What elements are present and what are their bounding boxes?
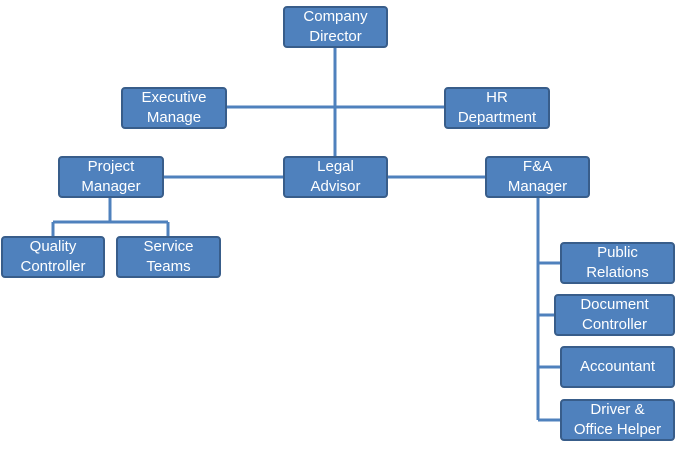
node-driver-office-helper: Driver & Office Helper [560,399,675,441]
node-accountant: Accountant [560,346,675,388]
node-label-line1: F&A [522,158,553,175]
node-label-line2: Manage [146,109,202,126]
node-label-line2: Manager [81,178,141,195]
node-label-line2: Controller [581,316,648,333]
node-service-teams: Service Teams [116,236,221,278]
node-label-line1: Driver & [590,401,645,418]
node-label-line1: Quality [29,238,77,255]
node-label-line1: Accountant [579,358,656,375]
node-label-line2: Advisor [310,178,361,195]
node-legal-advisor: Legal Advisor [283,156,388,198]
node-label-line2: Relations [586,264,649,281]
node-label-line2: Manager [507,178,568,195]
node-label-line2: Teams [146,258,191,275]
node-label-line1: Executive [141,89,207,106]
node-public-relations: Public Relations [560,242,675,284]
node-label-line1: Legal [317,158,354,175]
node-document-controller: Document Controller [554,294,675,336]
node-label-line1: Document [580,296,649,313]
node-quality-controller: Quality Controller [1,236,105,278]
node-label-line2: Controller [20,258,86,275]
node-label-line1: Public [597,244,638,261]
node-executive-manage: Executive Manage [121,87,227,129]
node-company-director: Company Director [283,6,388,48]
node-label-line2: Director [309,28,362,45]
node-project-manager: Project Manager [58,156,164,198]
node-label-line2: Office Helper [573,421,662,438]
node-label-line1: Company [303,8,368,25]
node-label-line1: HR [486,89,508,106]
node-label-line2: Department [457,109,537,126]
node-label-line1: Service [143,238,194,255]
node-hr-department: HR Department [444,87,550,129]
node-fa-manager: F&A Manager [485,156,590,198]
node-label-line1: Project [87,158,135,175]
